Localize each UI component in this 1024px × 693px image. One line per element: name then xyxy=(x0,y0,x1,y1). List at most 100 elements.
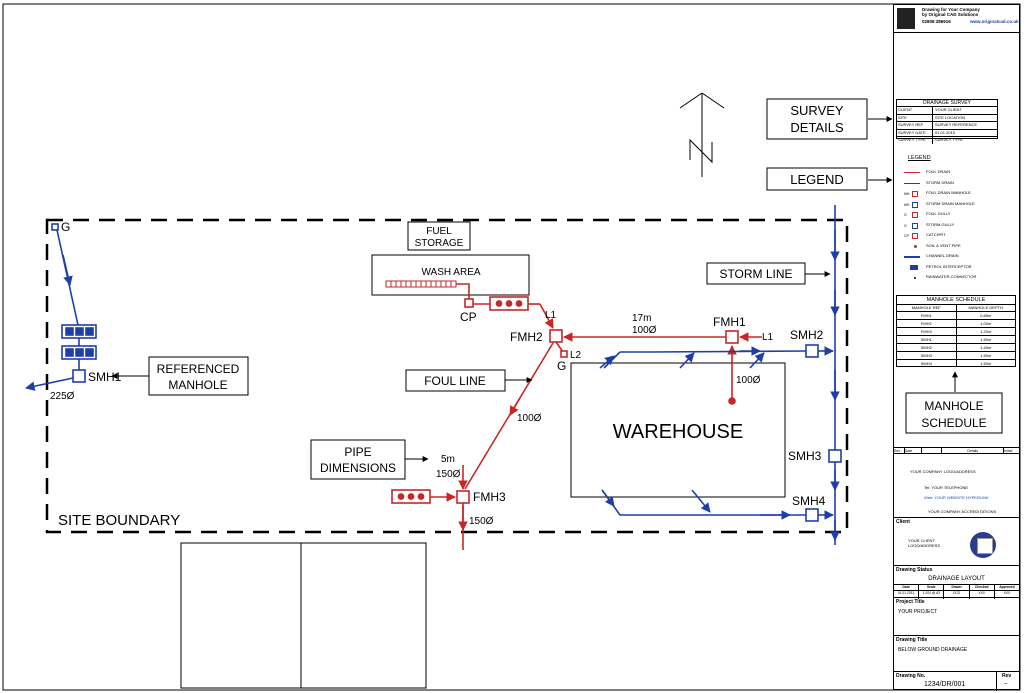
referenced-manhole-line1: REFERENCED xyxy=(157,362,240,376)
schedule-depth: 0.85m xyxy=(980,313,992,318)
status-label: Drawing Status xyxy=(896,567,933,573)
label-smh2: SMH2 xyxy=(790,328,824,342)
company-phone: 02808 286916 xyxy=(922,19,951,24)
client-block: Client YOUR CLIENT LOGO/ADDRESS xyxy=(894,517,1019,565)
legend-symbol-icon xyxy=(904,275,922,280)
north-arrow-icon xyxy=(679,92,725,177)
drawing-number-label: Drawing No. xyxy=(896,673,926,679)
catchpit xyxy=(464,298,474,308)
schedule-ref: SMH1 xyxy=(897,336,957,343)
label-fmh2: FMH2 xyxy=(510,330,543,344)
company-line1: Drawing for Your Company xyxy=(922,7,980,12)
meta-value: 1:200 @ A3 xyxy=(922,590,940,595)
legend-item: PETROL INTERCEPTOR xyxy=(896,264,1014,275)
site-boundary xyxy=(45,218,849,534)
manhole-schedule-box xyxy=(905,392,1003,434)
site-boundary-label: SITE BOUNDARY xyxy=(58,512,180,529)
legend-symbol-text: G xyxy=(904,223,907,228)
fmh3-manhole xyxy=(456,490,470,504)
smh1-manhole xyxy=(72,369,86,383)
survey-heading: DRAINAGE SURVEY xyxy=(897,100,997,107)
schedule-ref: FMH2 xyxy=(897,320,957,327)
foul-network xyxy=(391,283,762,550)
referenced-manhole-line2: MANHOLE xyxy=(168,378,227,392)
legend-symbol-text: MH xyxy=(904,192,910,196)
smh3-manhole xyxy=(828,449,842,463)
legend-symbol-icon xyxy=(904,264,922,270)
legend-heading: LEGEND xyxy=(908,155,931,161)
company-block: YOUR COMPANY LOGO/ADDRESS Tel: YOUR TELE… xyxy=(894,465,1019,517)
legend-symbol-icon: MH xyxy=(904,201,922,208)
schedule-row: FMH3 1.20m xyxy=(897,328,1015,336)
storm-gully-g xyxy=(51,223,59,231)
label-100-diag: 100Ø xyxy=(517,413,542,424)
schedule-ref: SMH4 xyxy=(897,360,957,367)
label-smh3: SMH3 xyxy=(788,449,822,463)
legend-label: PETROL INTERCEPTOR xyxy=(926,263,972,269)
gully-l2 xyxy=(560,350,568,358)
company-web[interactable]: www.originalcad.co.uk xyxy=(970,19,1019,24)
meta-label: Approved xyxy=(994,585,1020,591)
fuel-storage-line1: FUEL xyxy=(426,226,452,237)
label-g-top: G xyxy=(61,220,70,234)
building-bottom-right xyxy=(300,542,427,689)
details-col: Details xyxy=(942,448,1005,453)
legend-label: STORM DRAIN MANHOLE xyxy=(926,200,975,206)
legend-label: FOUL DRAIN MANHOLE xyxy=(926,190,971,195)
legend-item: RAINWATER CONNECTOR xyxy=(896,274,1014,285)
meta-value: 01.01.2013 xyxy=(897,590,915,595)
schedule-depth: 1.20m xyxy=(980,329,992,334)
schedule-ref: FMH3 xyxy=(897,328,957,335)
schedule-col-ref: MANHOLE REF xyxy=(897,305,957,311)
legend-item: FOUL DRAIN xyxy=(896,169,1014,180)
survey-key: SURVEY DATE xyxy=(897,129,933,136)
rev-value: – xyxy=(1004,681,1008,687)
survey-key: CLIENT xyxy=(897,107,933,114)
drawing-title-value: BELOW GROUND DRAINAGE xyxy=(898,647,968,653)
drawing-number-block: Drawing No. 1234/DR/001 Rev – xyxy=(894,671,1019,691)
legend-label: FOUL GULLY xyxy=(926,211,951,216)
label-l1-top: L1 xyxy=(545,310,557,321)
survey-key: SURVEY REF xyxy=(897,122,933,129)
fuel-storage-line2: STORAGE xyxy=(415,238,464,249)
company-website[interactable]: Web: YOUR WEBSITE HYPERLINK xyxy=(924,495,989,500)
channel-drain-wash xyxy=(385,280,457,288)
legend-label: SOIL & VENT PIPE xyxy=(926,242,961,248)
company-header: Drawing for Your Company by Original CAD… xyxy=(894,5,1019,33)
legend-label: RAINWATER CONNECTOR xyxy=(926,274,977,279)
meta-label: Drawn xyxy=(944,585,969,591)
legend-item: SOIL & VENT PIPE xyxy=(896,243,1014,254)
label-cp: CP xyxy=(460,310,477,324)
survey-details-box xyxy=(766,98,868,140)
wash-area-label: WASH AREA xyxy=(421,267,480,278)
schedule-depth: 1.50m xyxy=(980,337,992,342)
storm-network xyxy=(25,205,842,545)
blank-col xyxy=(922,448,943,453)
legend-symbol-icon: G xyxy=(904,222,922,229)
legend-item: STORM DRAIN xyxy=(896,180,1014,191)
legend-symbol-icon xyxy=(904,181,922,186)
label-l1-right: L1 xyxy=(762,332,774,343)
legend-symbol-icon xyxy=(904,170,922,175)
initial-col: Initial xyxy=(1004,449,1013,453)
label-100-right: 100Ø xyxy=(736,375,761,386)
schedule-depth: 1.00m xyxy=(980,321,992,326)
title-block: Drawing for Your Company by Original CAD… xyxy=(893,4,1020,691)
legend-symbol-icon: MH xyxy=(904,191,922,197)
company-logo-icon xyxy=(897,8,915,29)
label-fmh3: FMH3 xyxy=(473,490,506,504)
label-smh4: SMH4 xyxy=(792,494,826,508)
survey-key: SITE xyxy=(897,114,933,121)
fuel-storage-box xyxy=(407,221,471,251)
label-l2: L2 xyxy=(570,350,582,361)
label-225: 225Ø xyxy=(50,391,75,402)
schedule-table: MANHOLE SCHEDULE MANHOLE REF MANHOLE DEP… xyxy=(896,295,1016,367)
label-150-a: 150Ø xyxy=(436,469,461,480)
label-fmh1: FMH1 xyxy=(713,315,746,329)
